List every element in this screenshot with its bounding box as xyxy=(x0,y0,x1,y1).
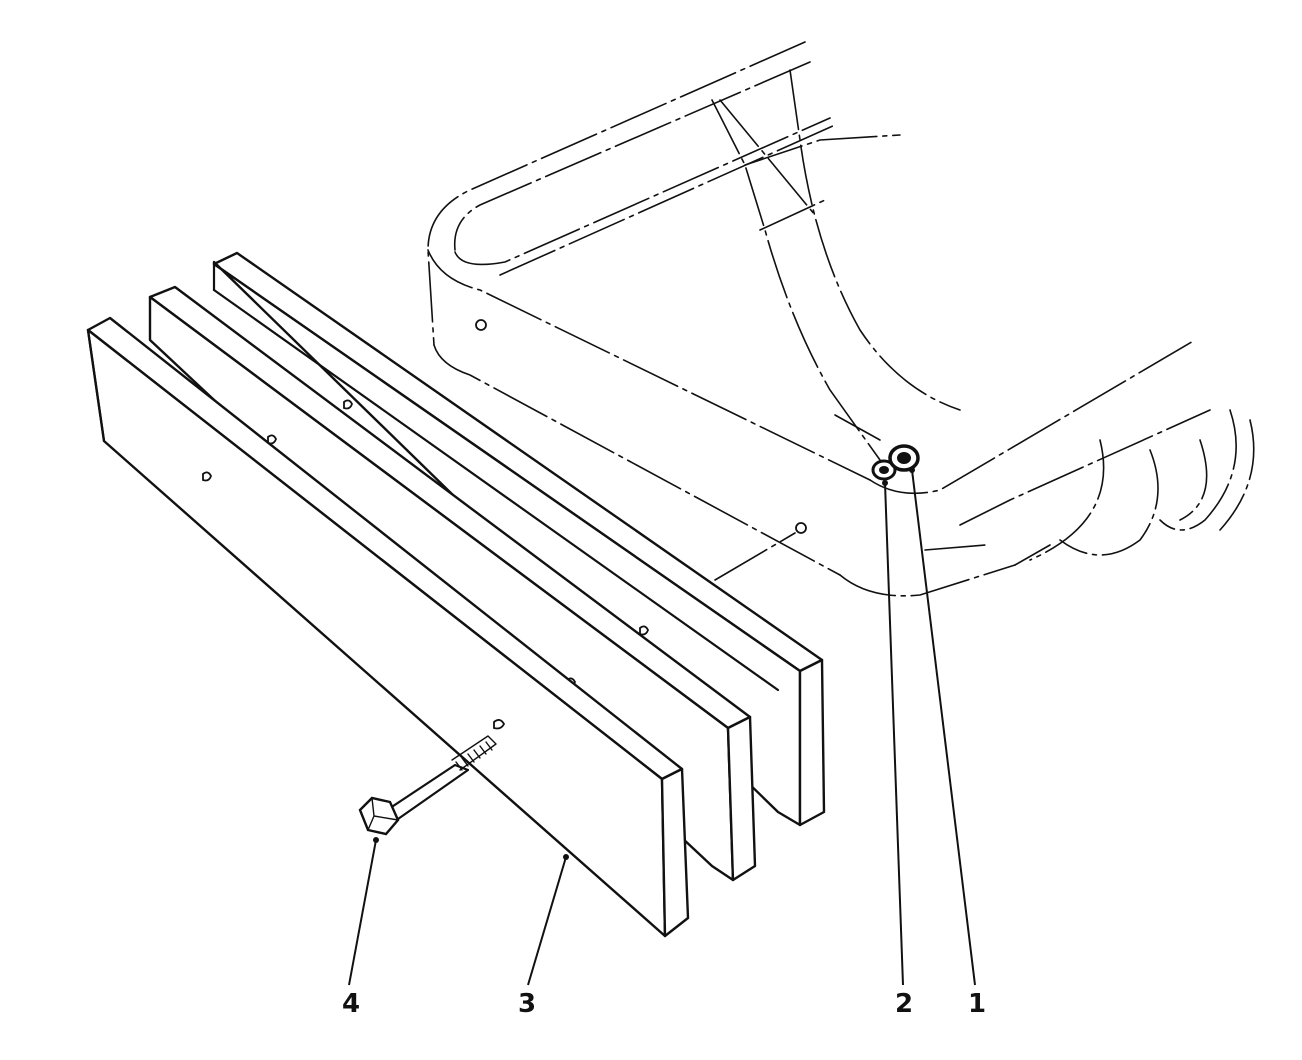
callout-4: 4 xyxy=(342,989,360,1019)
hex-bolt xyxy=(358,735,497,836)
leader-lines xyxy=(348,467,976,986)
callout-labels: 4 3 2 1 xyxy=(342,989,986,1019)
frame-hole-icon xyxy=(795,522,807,534)
bolt-head-icon xyxy=(358,796,400,836)
board-hole-icon xyxy=(202,471,212,482)
nut-and-washer xyxy=(871,444,920,481)
board-hole-icon xyxy=(493,719,506,730)
frame-hole-icon xyxy=(475,319,487,331)
board-hole-icon xyxy=(639,625,649,636)
board-hole-icon xyxy=(343,399,353,410)
board-front xyxy=(86,316,690,938)
callout-1: 1 xyxy=(968,989,986,1019)
callout-2: 2 xyxy=(895,989,913,1019)
wooden-boards xyxy=(86,251,826,938)
vehicle-frame xyxy=(427,41,1255,597)
callout-3: 3 xyxy=(518,989,536,1019)
